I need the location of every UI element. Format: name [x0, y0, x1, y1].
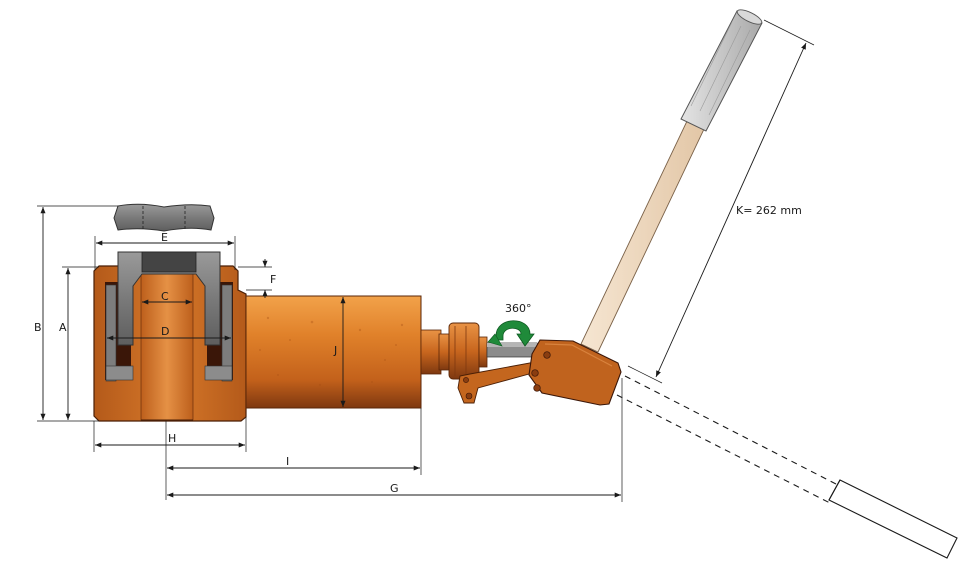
handle-grip	[680, 9, 763, 132]
label-d: D	[161, 325, 169, 338]
pump-head	[528, 339, 622, 406]
label-b: B	[34, 321, 42, 334]
cylinder-barrel	[245, 295, 422, 409]
cylinder-body	[93, 251, 247, 422]
label-f: F	[270, 273, 276, 286]
pump-handle	[580, 9, 763, 353]
rotate-arrow-icon	[487, 320, 535, 347]
handle-alternate-position	[616, 375, 958, 559]
label-e: E	[161, 231, 168, 244]
pump-neck	[420, 322, 541, 404]
label-i: I	[286, 455, 289, 468]
saddle-top	[113, 203, 215, 232]
label-k: K= 262 mm	[736, 204, 802, 217]
rotation-label: 360°	[505, 302, 532, 315]
dimension-lines	[37, 19, 815, 502]
label-h: H	[168, 432, 176, 445]
label-a: A	[59, 321, 67, 334]
label-g: G	[390, 482, 399, 495]
label-j: J	[333, 344, 337, 357]
label-c: C	[161, 290, 169, 303]
dimension-labels: B A E F C D J H I G K= 262 mm	[34, 204, 802, 495]
